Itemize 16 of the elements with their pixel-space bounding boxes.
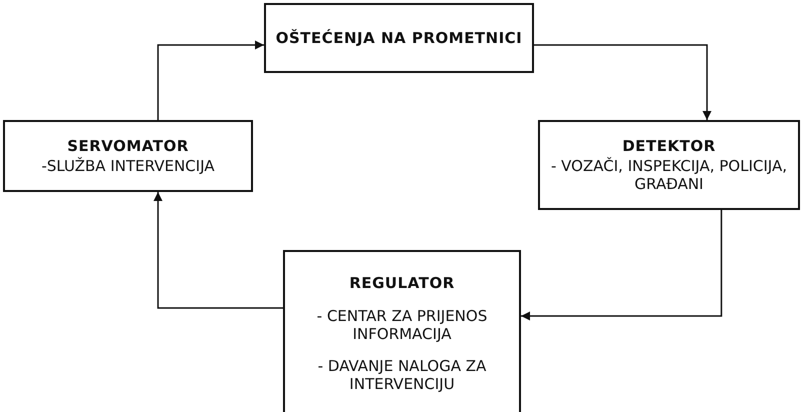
process-box <box>538 120 800 210</box>
box-heading: OŠTEĆENJA NA PROMETNICI <box>276 28 522 48</box>
arrow <box>521 210 722 320</box>
process-box <box>3 120 253 192</box>
arrow <box>534 44 712 120</box>
process-box <box>283 250 521 412</box>
arrow <box>157 40 264 120</box>
box-text: - VOZAČI, INSPEKCIJA, POLICIJA, GRAĐANI <box>550 157 788 194</box>
box-text: - CENTAR ZA PRIJENOS INFORMACIJA <box>316 306 488 343</box>
box-text: -SLUŽBA INTERVENCIJA <box>41 157 215 176</box>
box-text: - DAVANJE NALOGA ZA INTERVENCIJU <box>316 356 488 393</box>
box-heading: SERVOMATOR <box>67 136 189 156</box>
box-heading: REGULATOR <box>349 274 455 293</box>
process-box <box>264 3 534 73</box>
arrow <box>154 192 283 309</box>
box-heading: DETEKTOR <box>622 136 716 156</box>
